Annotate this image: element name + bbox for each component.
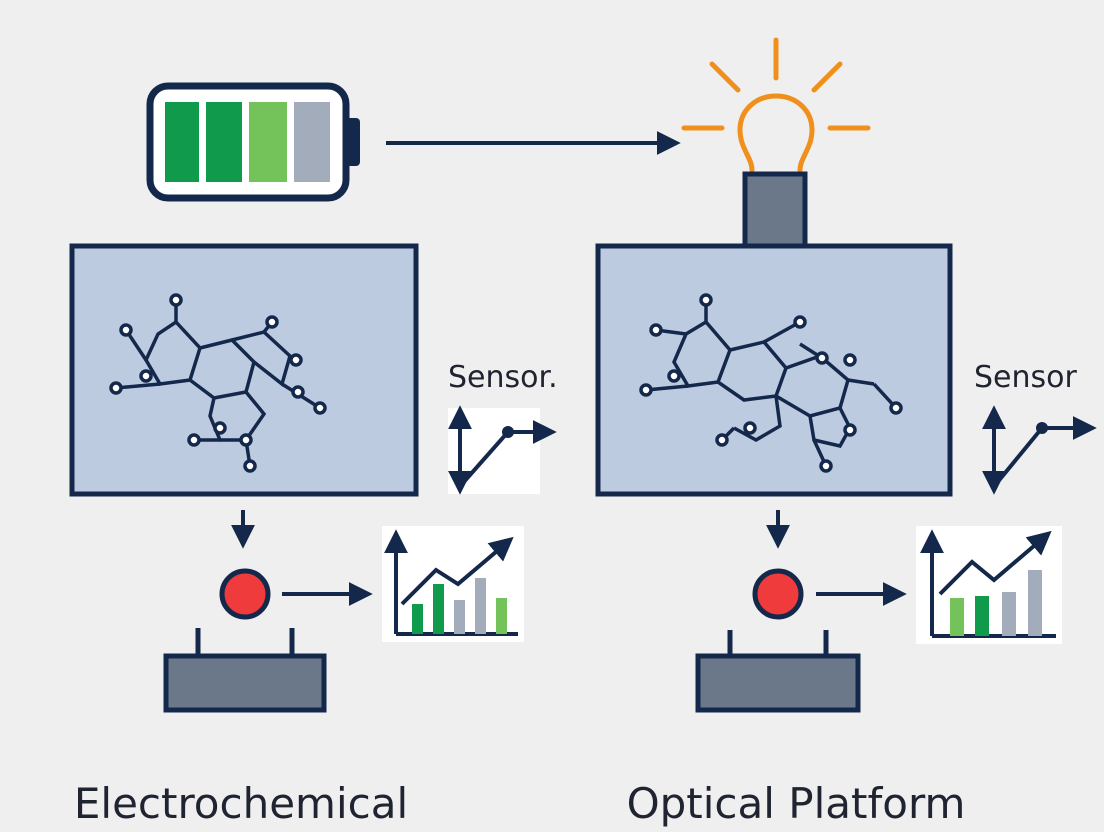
left-chart-icon	[382, 526, 524, 642]
battery-icon	[146, 82, 360, 202]
left-molecule-icon	[109, 293, 327, 473]
right-detector-indicator	[752, 568, 804, 620]
right-sensor-label: Sensor	[974, 360, 1077, 395]
left-instrument-base	[163, 628, 327, 713]
left-platform-title: Electrochemical	[74, 779, 408, 828]
left-sensor-graph-icon	[448, 405, 557, 495]
light-source-column	[742, 171, 808, 249]
right-sensor-graph-icon	[982, 405, 1097, 495]
right-chart-icon	[916, 526, 1062, 644]
right-molecule-icon	[639, 293, 903, 473]
left-detector-indicator	[219, 568, 271, 620]
right-instrument-base	[695, 630, 861, 713]
right-platform-title: Optical Platform	[627, 779, 966, 828]
left-sensor-label: Sensor.	[448, 360, 558, 395]
left-sample-chamber	[69, 243, 419, 497]
right-sample-chamber	[595, 243, 953, 497]
light-bulb-icon	[681, 37, 871, 173]
